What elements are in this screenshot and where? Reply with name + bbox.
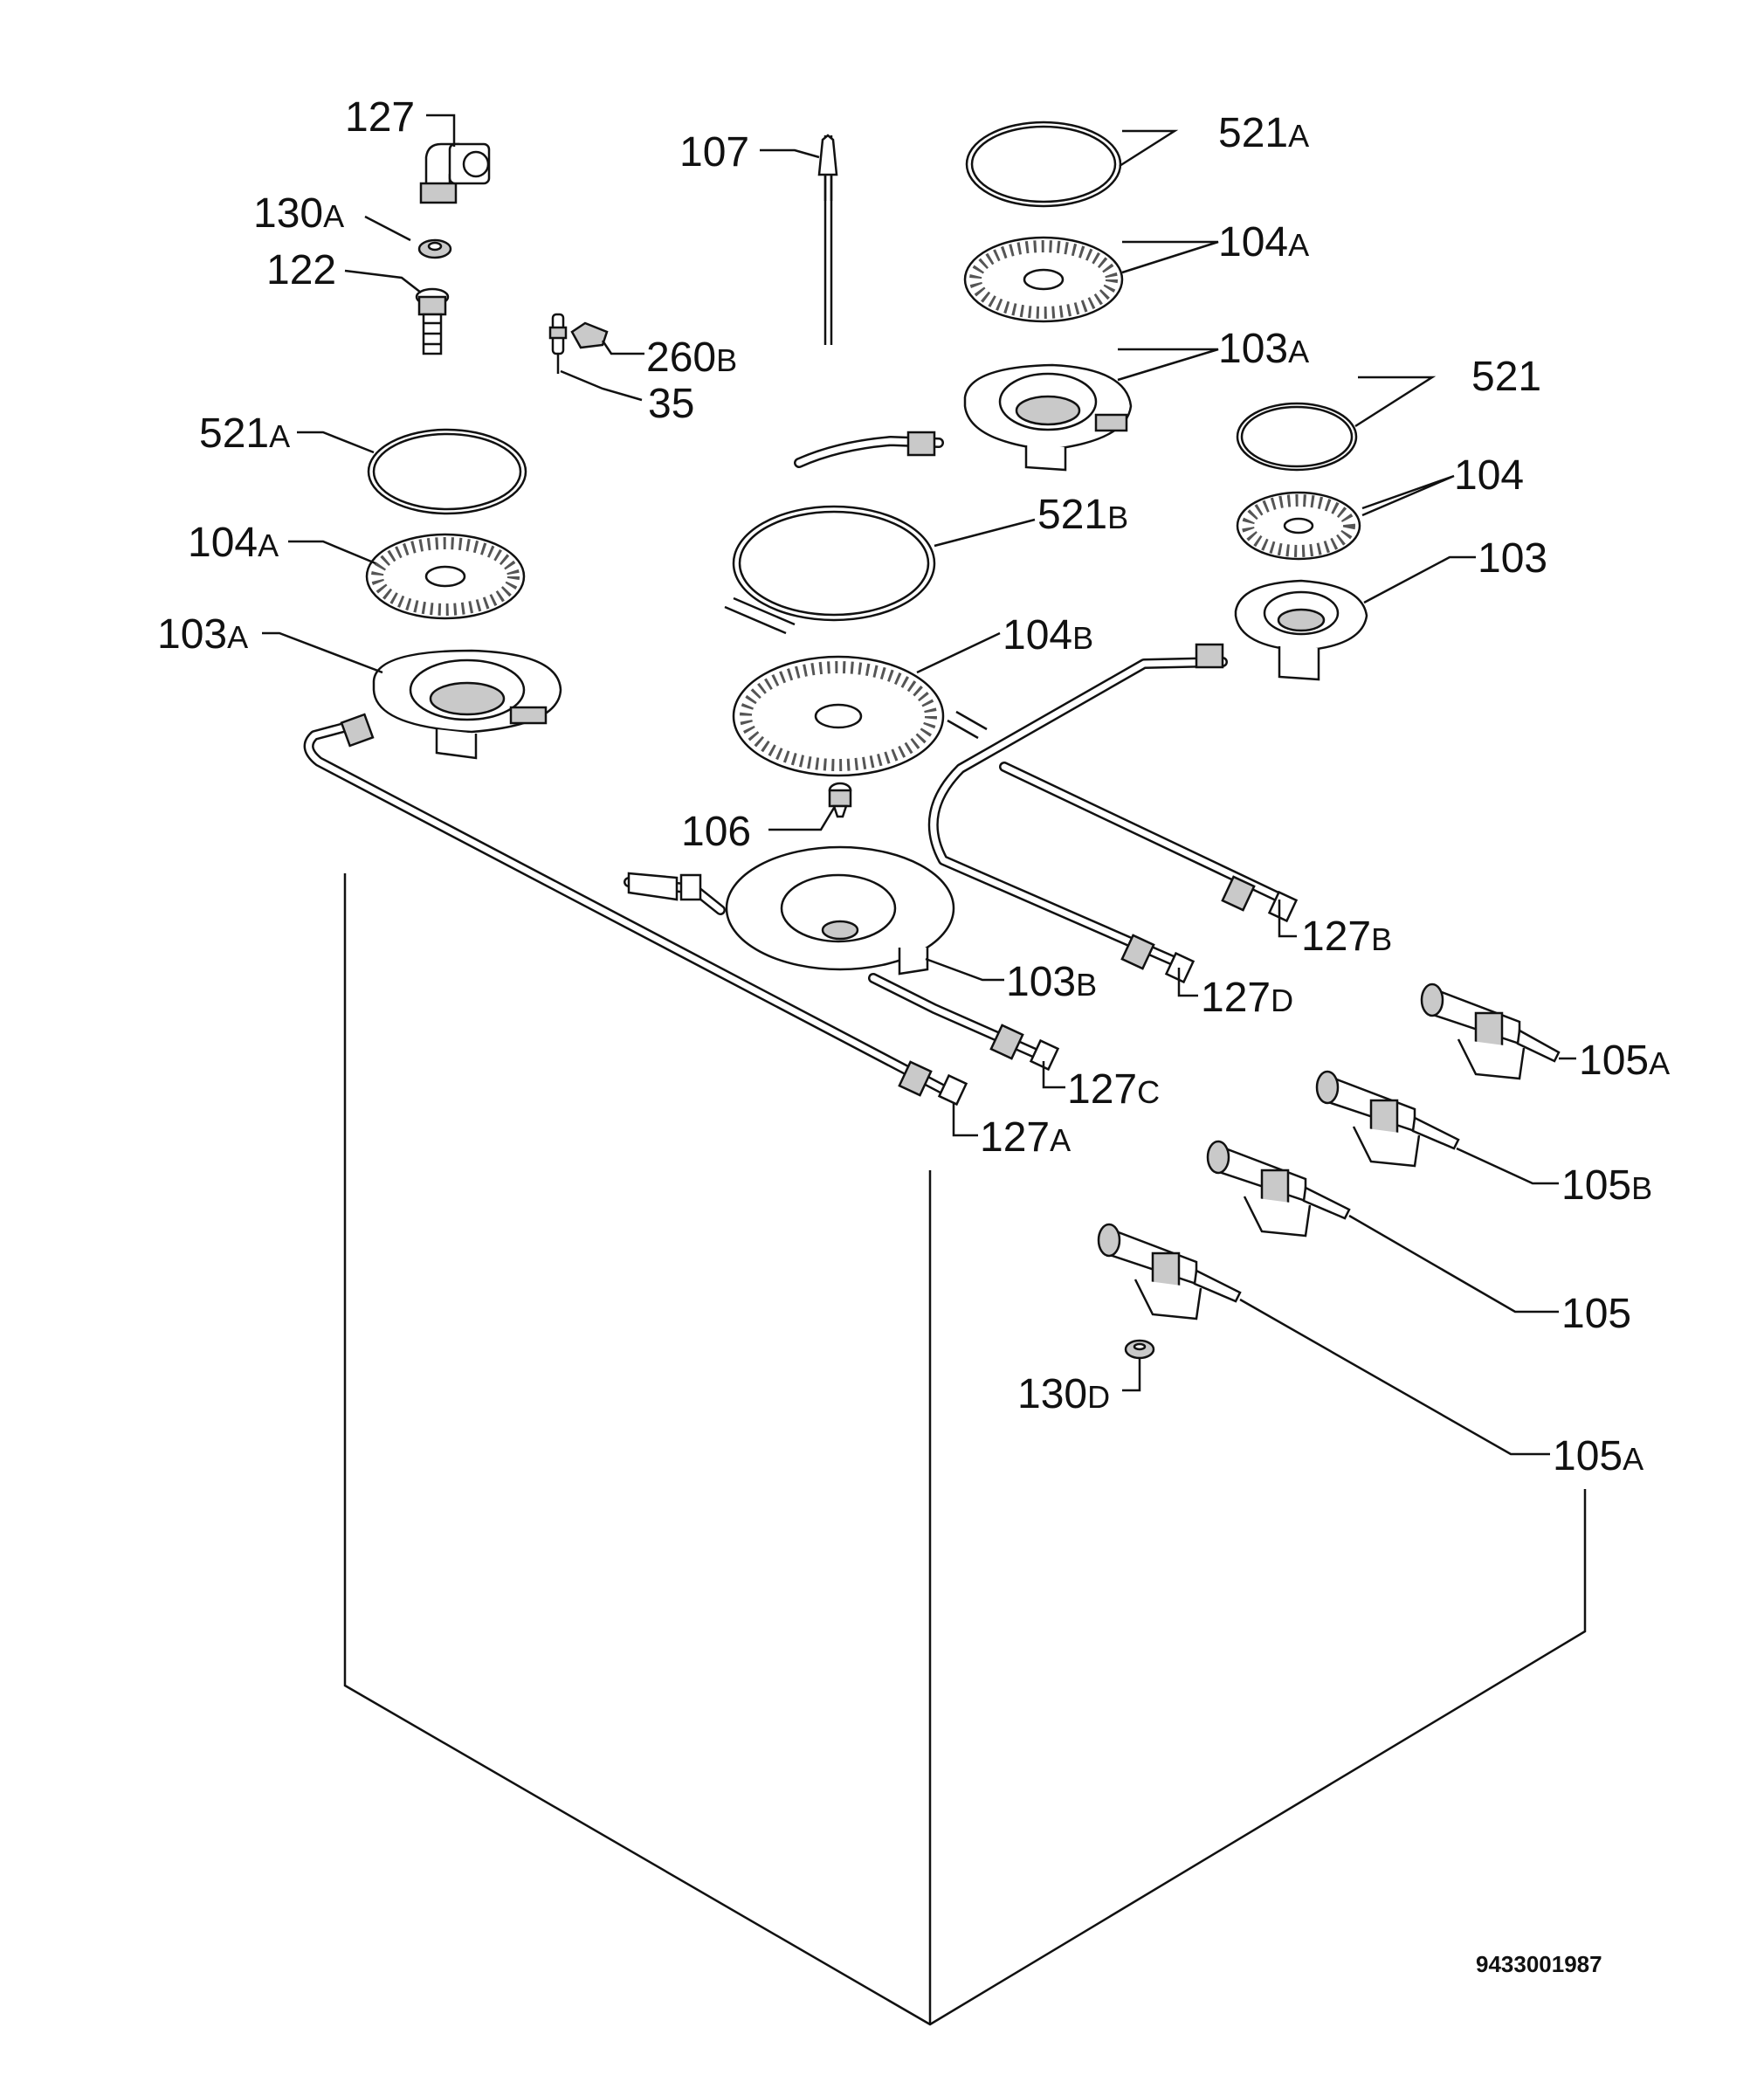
callout-35: 35	[648, 381, 694, 427]
clip-260b	[570, 321, 609, 349]
callout-521a-left: 521A	[199, 410, 290, 457]
gas-tap-105	[1206, 1140, 1351, 1238]
burner-cap-521a-left	[367, 428, 527, 515]
burner-base-103a-top	[963, 363, 1133, 472]
injector-122	[415, 287, 450, 355]
callout-521b: 521B	[1037, 492, 1128, 538]
callout-104a-left: 104A	[188, 520, 279, 566]
callout-103a-left: 103A	[157, 611, 248, 658]
burner-cap-521b	[732, 505, 936, 622]
callout-107: 107	[679, 129, 749, 176]
burner-cap-521	[1236, 402, 1358, 472]
burner-cap-521a-top	[965, 121, 1122, 208]
callout-104b: 104B	[1003, 612, 1093, 658]
cabinet-outline	[343, 873, 1587, 2026]
flame-spreader-104a-top	[963, 236, 1124, 323]
callout-105a-bottom: 105A	[1553, 1433, 1643, 1479]
leader-lines	[262, 114, 1576, 1456]
washer-130d	[1124, 1339, 1155, 1360]
flame-spreader-104a-left	[365, 533, 526, 620]
callout-104: 104	[1454, 452, 1524, 499]
diagram-code: 9433001987	[1476, 1951, 1602, 1977]
callout-130a: 130A	[253, 190, 344, 237]
callout-labels: 127 130A 122 107 260B 35 521A 104A 103A …	[157, 94, 1670, 1479]
callout-105: 105	[1561, 1291, 1631, 1337]
callout-521a-top: 521A	[1218, 110, 1309, 156]
callout-127b: 127B	[1301, 914, 1392, 960]
burner-base-103b	[725, 845, 955, 976]
callout-122: 122	[266, 247, 336, 293]
callout-105a-top: 105A	[1579, 1038, 1670, 1084]
thermocouple-107	[817, 134, 838, 201]
callout-260b: 260B	[646, 334, 737, 381]
gas-tap-105b	[1315, 1070, 1460, 1168]
burner-base-103a-left	[372, 649, 562, 760]
injector-106	[828, 782, 852, 818]
callout-521: 521	[1471, 354, 1541, 400]
flame-spreader-104	[1236, 491, 1361, 561]
callout-103a-top: 103A	[1218, 326, 1309, 372]
gas-tap-105a-bottom	[1097, 1223, 1242, 1320]
callout-105b: 105B	[1561, 1162, 1652, 1209]
callout-127d: 127D	[1201, 975, 1293, 1021]
flame-spreader-104b	[732, 655, 945, 777]
callout-127: 127	[345, 94, 415, 141]
callout-130d: 130D	[1017, 1371, 1110, 1417]
callout-103b: 103B	[1006, 959, 1097, 1005]
spark-plug-35	[548, 313, 568, 374]
elbow-fitting-127	[419, 142, 491, 204]
pipe-fittings	[340, 431, 1299, 1107]
callout-104a-top: 104A	[1218, 219, 1309, 265]
gas-tap-105a-top	[1420, 982, 1561, 1080]
callout-103: 103	[1478, 535, 1547, 582]
callout-127c: 127C	[1067, 1066, 1160, 1113]
callout-127a: 127A	[980, 1114, 1071, 1161]
washer-130a	[417, 238, 452, 259]
burner-base-103	[1234, 579, 1368, 681]
callout-106: 106	[681, 809, 751, 855]
